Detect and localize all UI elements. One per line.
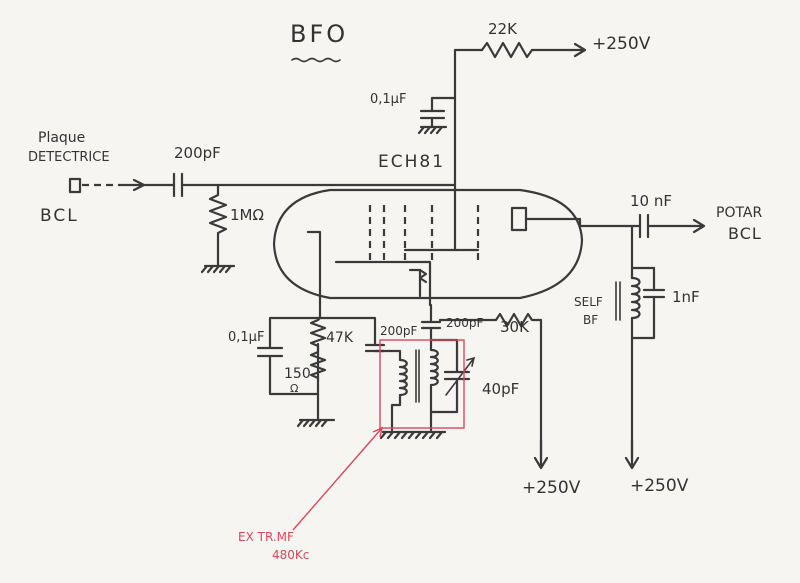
- input-label-3: BCL: [40, 206, 79, 226]
- title: BFO: [290, 20, 349, 48]
- r-150-resistor: [309, 342, 327, 422]
- tube-triode-cathode: [306, 230, 322, 312]
- mf-coil-1: [373, 349, 408, 432]
- tube-heater: [418, 268, 428, 284]
- output-line: [524, 217, 642, 228]
- r-150-label: 150: [284, 366, 311, 382]
- r-30k-line: [438, 312, 543, 462]
- plate-line: [453, 48, 484, 187]
- input-connector: [68, 177, 82, 194]
- ground-grid: [200, 264, 236, 274]
- tube-triode-grid: [408, 268, 422, 298]
- r-47k-label: 47K: [326, 330, 353, 346]
- r-grid-label: 1MΩ: [230, 206, 264, 224]
- bf-label: BF: [583, 313, 599, 327]
- c-osc1-label: 200pF: [380, 324, 418, 338]
- output-arrow: [646, 218, 706, 234]
- c-in-label: 200pF: [174, 144, 221, 162]
- output-label-1: POTAR: [716, 205, 763, 221]
- title-underline: [291, 57, 341, 63]
- supply-bottom-1-label: +250V: [522, 478, 581, 498]
- c-in-capacitor: [172, 172, 184, 198]
- c-cath-capacitor: [256, 346, 320, 396]
- c-self-label: 1nF: [672, 288, 700, 306]
- c-bypass-top-label: 0,1μF: [370, 92, 407, 107]
- annotation-label-1: EX TR.MF: [238, 530, 294, 544]
- c-var-arrow: [445, 356, 476, 396]
- r-grid-resistor: [208, 183, 228, 268]
- c-var-label: 40pF: [482, 380, 520, 398]
- ground-mf: [379, 430, 447, 440]
- output-label-2: BCL: [728, 224, 762, 243]
- input-arrow: [118, 178, 146, 192]
- ground-top: [417, 125, 448, 135]
- supply-arrow-2: [624, 438, 640, 470]
- plate-arrow: [530, 42, 587, 58]
- tube-anode: [510, 206, 528, 232]
- input-label-2: DETECTRICE: [28, 150, 110, 165]
- supply-top-label: +250V: [592, 34, 651, 54]
- c-self-capacitor: [630, 266, 666, 462]
- tube-label: ECH81: [378, 152, 446, 172]
- mf-transformer-box: [379, 339, 465, 429]
- tube-triode-plate: [334, 260, 432, 307]
- self-bf-line: [630, 224, 656, 280]
- c-out-label: 10 nF: [630, 192, 672, 210]
- r-30k-label: 30K: [500, 318, 529, 336]
- c-bypass-top: [419, 96, 457, 128]
- input-label-1: Plaque: [38, 130, 86, 146]
- supply-arrow-1: [533, 438, 549, 470]
- r-plate-resistor: [480, 41, 534, 59]
- self-bf-core: [615, 281, 621, 321]
- tube-envelope: [272, 188, 584, 300]
- r-plate-label: 22K: [488, 20, 517, 38]
- annotation-pointer: [292, 426, 383, 531]
- r-150-unit: Ω: [290, 382, 299, 395]
- annotation-label-2: 480Kc: [272, 548, 310, 562]
- r-47k-resistor: [309, 316, 327, 382]
- supply-bottom-2-label: +250V: [630, 476, 689, 496]
- self-label: SELF: [574, 295, 603, 309]
- self-bf-coil: [630, 276, 641, 320]
- c-osc2-capacitor: [420, 303, 442, 330]
- c-osc2-label: 200pF: [446, 316, 484, 330]
- mf-coil-2: [429, 326, 439, 432]
- ground-cathode: [296, 418, 336, 428]
- c-cath-label: 0,1μF: [228, 330, 265, 345]
- r-47k-top: [318, 316, 377, 347]
- tube-internal-bus: [403, 230, 480, 252]
- cathode-line: [268, 308, 322, 350]
- mf-core: [415, 349, 420, 403]
- c-out-capacitor: [638, 213, 650, 239]
